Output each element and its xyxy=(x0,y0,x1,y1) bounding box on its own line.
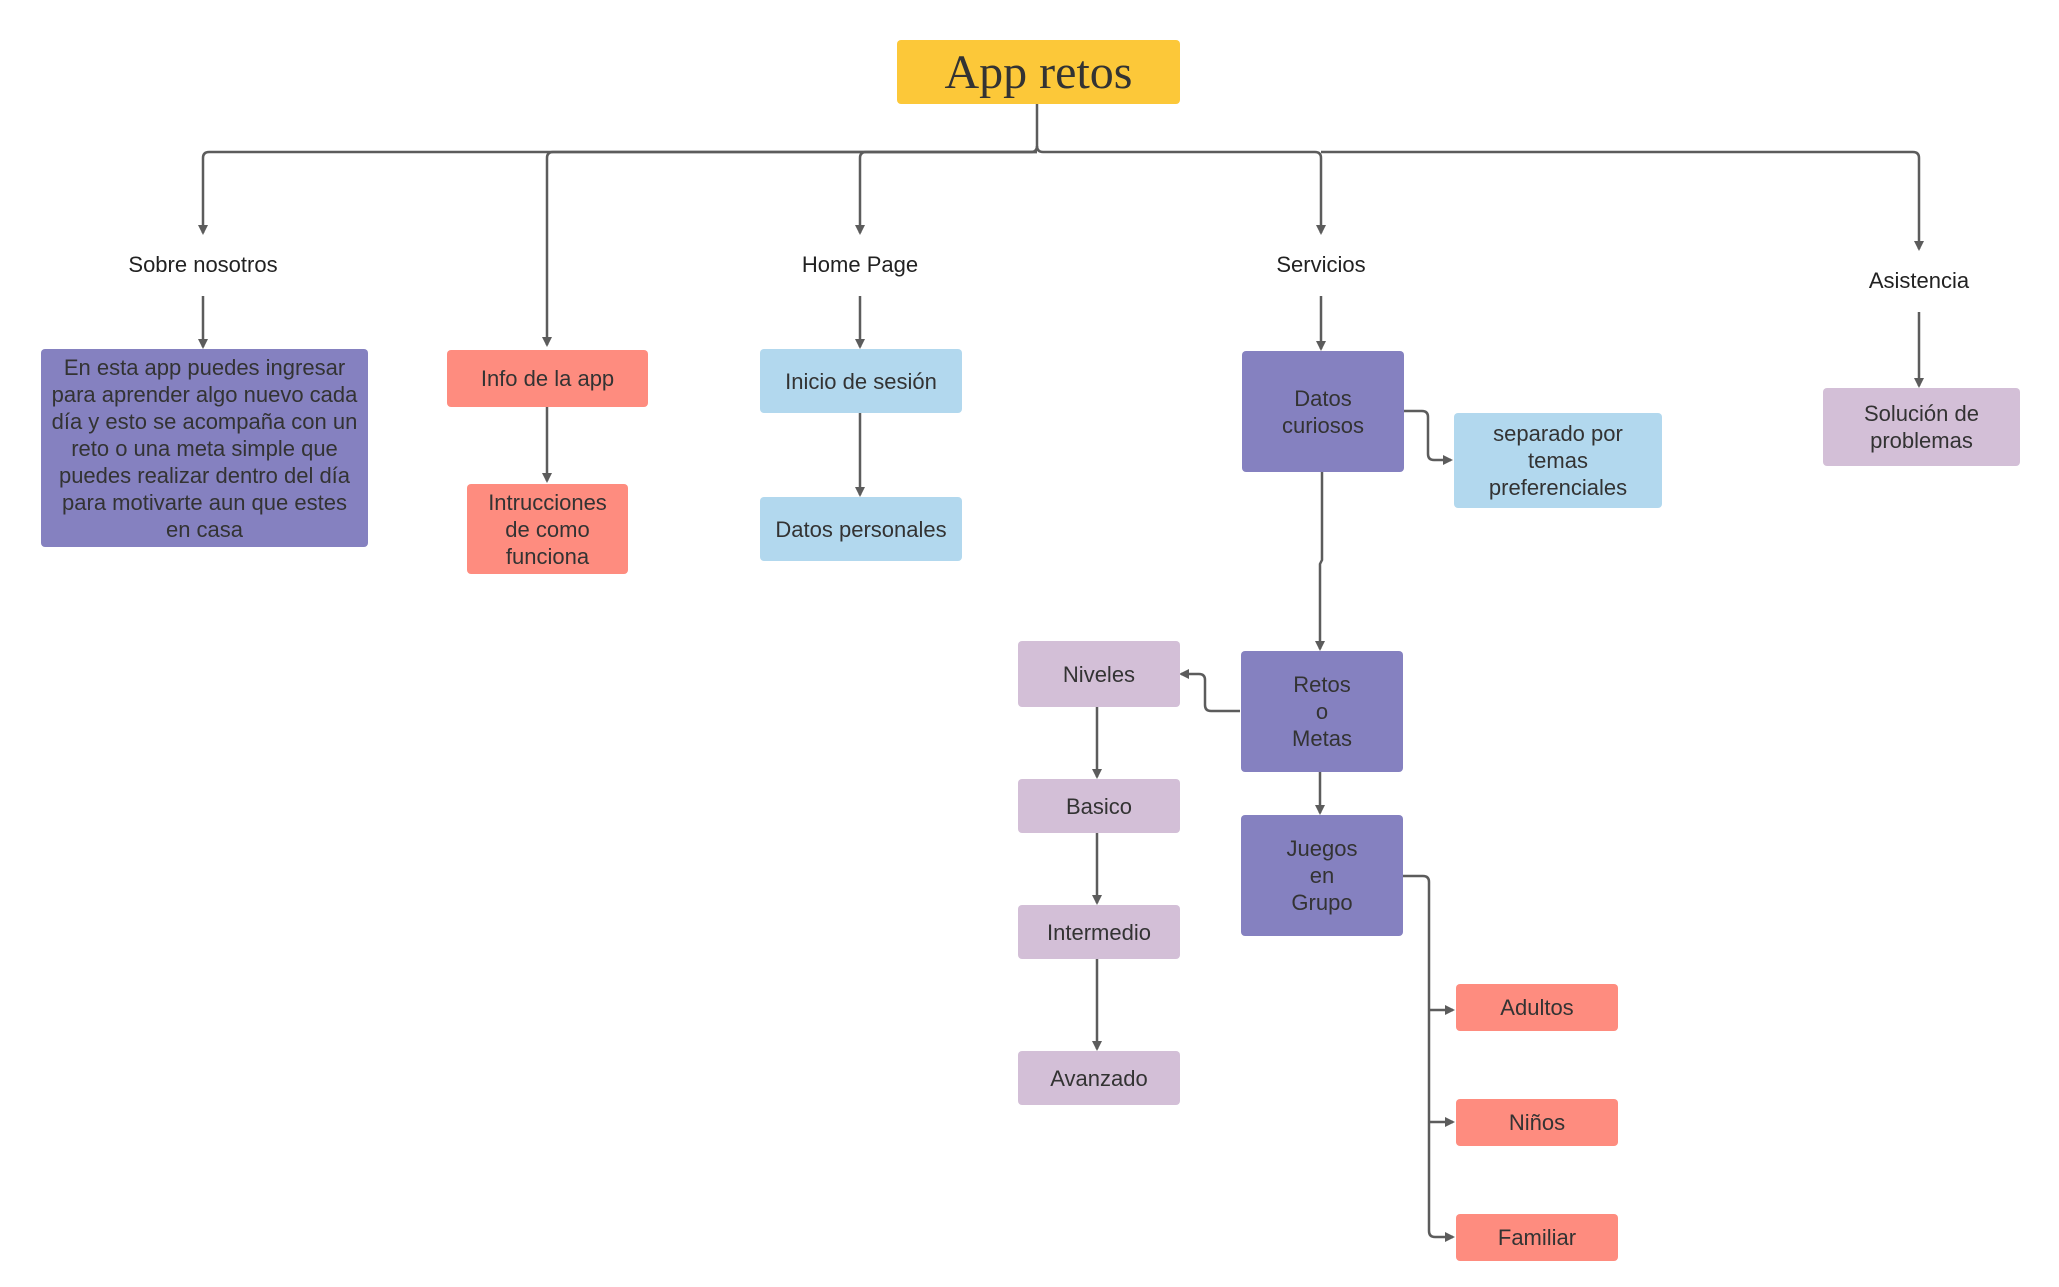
inicio-sesion-node: Inicio de sesión xyxy=(760,349,962,413)
avanzado-node: Avanzado xyxy=(1018,1051,1180,1105)
datos-personales-node: Datos personales xyxy=(760,497,962,561)
label-home-page: Home Page xyxy=(801,251,919,277)
label-sobre-nosotros: Sobre nosotros xyxy=(128,251,278,277)
connector-root-home xyxy=(855,150,1037,235)
ninos-node: Niños xyxy=(1456,1099,1618,1146)
juegos-grupo-node: Juegos en Grupo xyxy=(1241,815,1403,936)
connector-root-asistencia xyxy=(1321,150,1924,251)
connector-retos-niveles xyxy=(1179,669,1240,713)
info-app-node: Info de la app xyxy=(447,350,648,407)
niveles-node: Niveles xyxy=(1018,641,1180,707)
solucion-node: Solución de problemas xyxy=(1823,388,2020,466)
adultos-node: Adultos xyxy=(1456,984,1618,1031)
familiar-node: Familiar xyxy=(1456,1214,1618,1261)
sobre-nosotros-description: En esta app puedes ingresar para aprende… xyxy=(41,349,368,547)
connector-root-servicios xyxy=(1035,145,1326,235)
basico-node: Basico xyxy=(1018,779,1180,833)
intrucciones-node: Intrucciones de como funciona xyxy=(467,484,628,574)
intermedio-node: Intermedio xyxy=(1018,905,1180,959)
datos-curiosos-node: Datos curiosos xyxy=(1242,351,1404,472)
title-node: App retos xyxy=(897,40,1180,104)
label-asistencia: Asistencia xyxy=(1868,267,1970,293)
connector-datos-retos xyxy=(1315,472,1325,651)
separado-node: separado por temas preferenciales xyxy=(1454,413,1662,508)
connector-root-trunk xyxy=(198,104,1039,235)
connector-datos-separado xyxy=(1403,409,1453,465)
connector-root-info xyxy=(542,150,1037,347)
retos-metas-node: Retos o Metas xyxy=(1241,651,1403,772)
connector-juegos-bus xyxy=(1402,874,1455,1242)
label-servicios: Servicios xyxy=(1276,251,1366,277)
